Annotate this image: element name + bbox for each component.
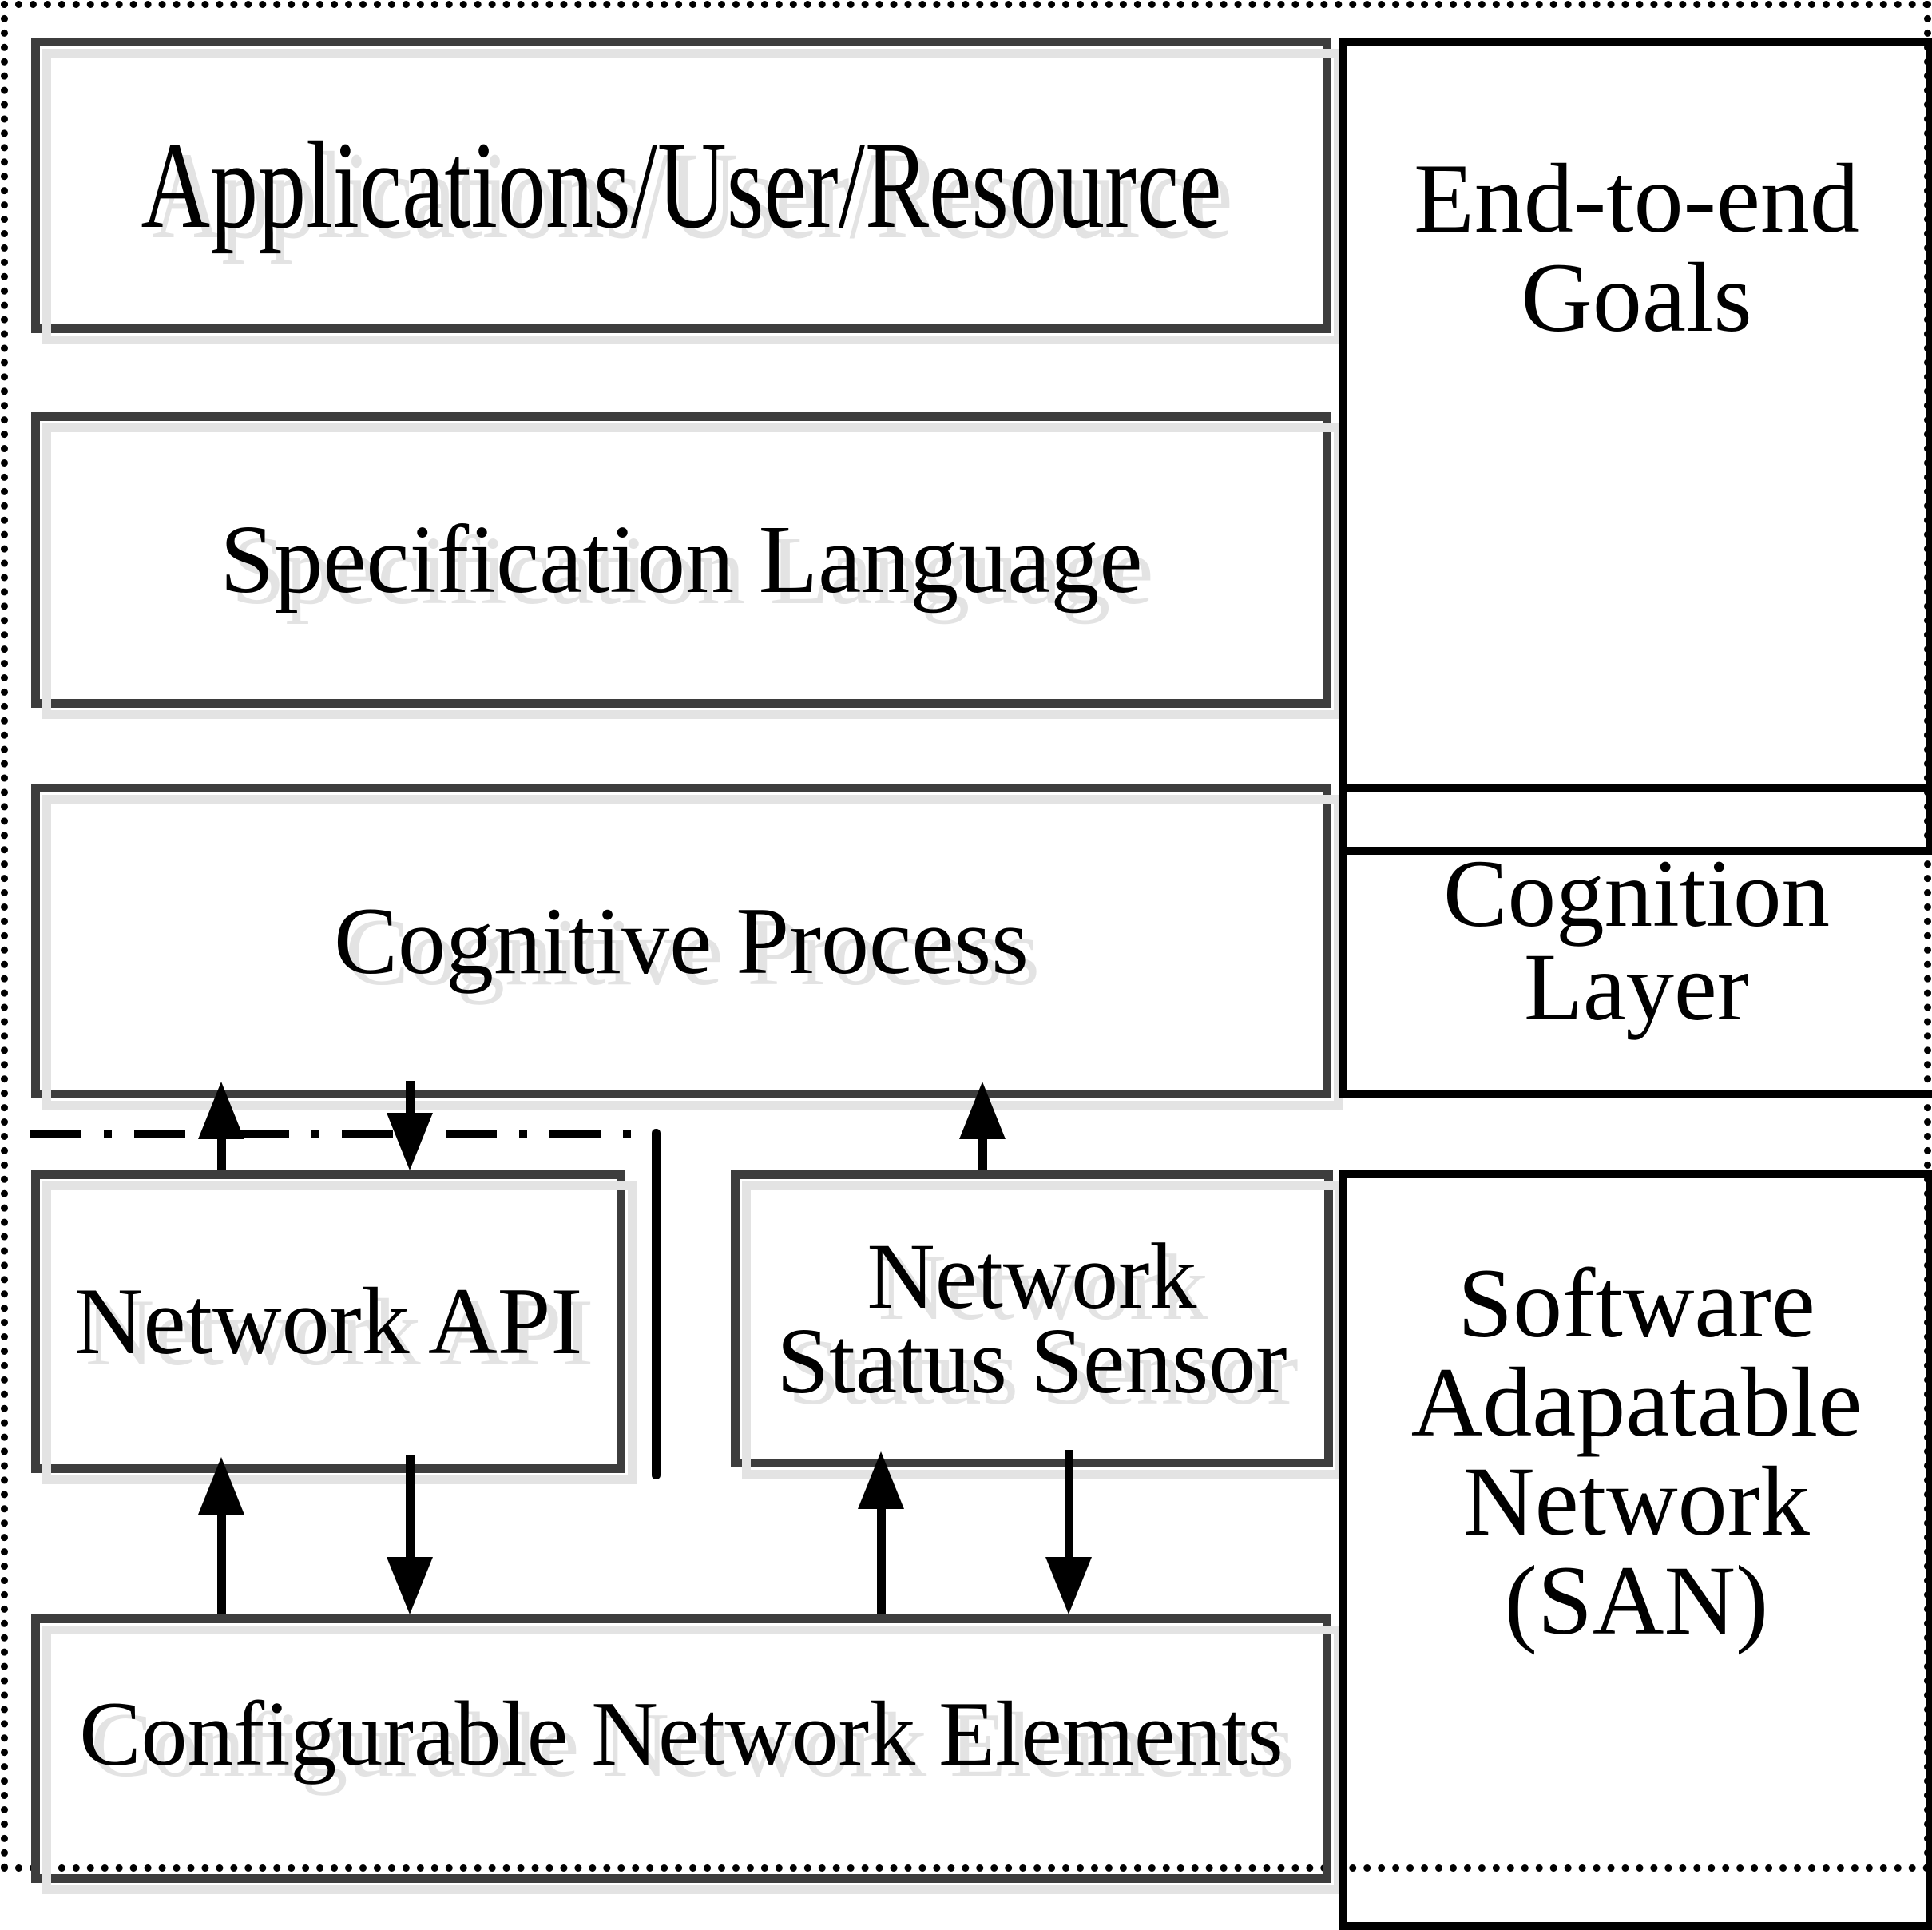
- sensor-line-1: Network: [867, 1223, 1197, 1328]
- arrow-head-down: [387, 1113, 433, 1170]
- applications-user-resource-box: Applications/User/Resource: [31, 38, 1331, 333]
- arrow-down-cognitive-to-api-icon: [387, 1081, 433, 1170]
- dash-dot-separator-line: [30, 1130, 647, 1138]
- arrow-head-up: [858, 1451, 904, 1509]
- goals-line-1: End-to-end: [1414, 144, 1859, 253]
- san-line-3: Network: [1463, 1447, 1810, 1556]
- arrow-head-up: [198, 1082, 244, 1139]
- goals-line-2: Goals: [1521, 243, 1752, 352]
- network-api-box: Network API: [31, 1170, 625, 1473]
- arrow-up-config-to-api-icon: [198, 1457, 244, 1614]
- arrow-shaft: [216, 1139, 226, 1170]
- vertical-separator-line: [652, 1129, 661, 1479]
- specification-language-label: Specification Language: [220, 505, 1143, 614]
- cognitive-process-box: Cognitive Process: [31, 784, 1331, 1098]
- configurable-network-elements-label: Configurable Network Elements: [79, 1682, 1283, 1785]
- cognitive-process-label: Cognitive Process: [334, 887, 1029, 994]
- arrow-shaft: [876, 1509, 886, 1614]
- cognition-line-2: Layer: [1523, 934, 1750, 1041]
- san-line-4: (SAN): [1504, 1546, 1769, 1655]
- arrow-shaft: [1064, 1450, 1073, 1557]
- arrow-head-down: [387, 1557, 433, 1614]
- san-line-2: Adapatable: [1410, 1348, 1863, 1457]
- diagram-canvas: Applications/User/Resource Specification…: [0, 0, 1932, 1872]
- arrow-up-api-to-cognitive-icon: [198, 1082, 244, 1170]
- network-api-label: Network API: [73, 1268, 583, 1375]
- arrow-shaft: [405, 1081, 415, 1113]
- arrow-shaft: [405, 1455, 415, 1557]
- arrow-shaft: [978, 1139, 987, 1170]
- arrow-up-config-to-sensor-icon: [858, 1451, 904, 1614]
- arrow-head-down: [1045, 1557, 1092, 1614]
- arrow-shaft: [216, 1515, 226, 1614]
- arrow-down-sensor-to-config-icon: [1045, 1450, 1092, 1614]
- cognition-line-1: Cognition: [1442, 840, 1831, 947]
- sensor-line-2: Status Sensor: [776, 1309, 1287, 1413]
- arrow-head-up: [959, 1082, 1006, 1139]
- specification-language-box: Specification Language: [31, 412, 1331, 708]
- arrow-up-sensor-to-cognitive-icon: [959, 1082, 1006, 1170]
- arrow-head-up: [198, 1457, 244, 1515]
- configurable-network-elements-box: Configurable Network Elements: [31, 1614, 1331, 1883]
- arrow-down-api-to-config-icon: [387, 1455, 433, 1614]
- applications-user-resource-label: Applications/User/Resource: [141, 115, 1222, 254]
- san-line-1: Software: [1458, 1249, 1815, 1358]
